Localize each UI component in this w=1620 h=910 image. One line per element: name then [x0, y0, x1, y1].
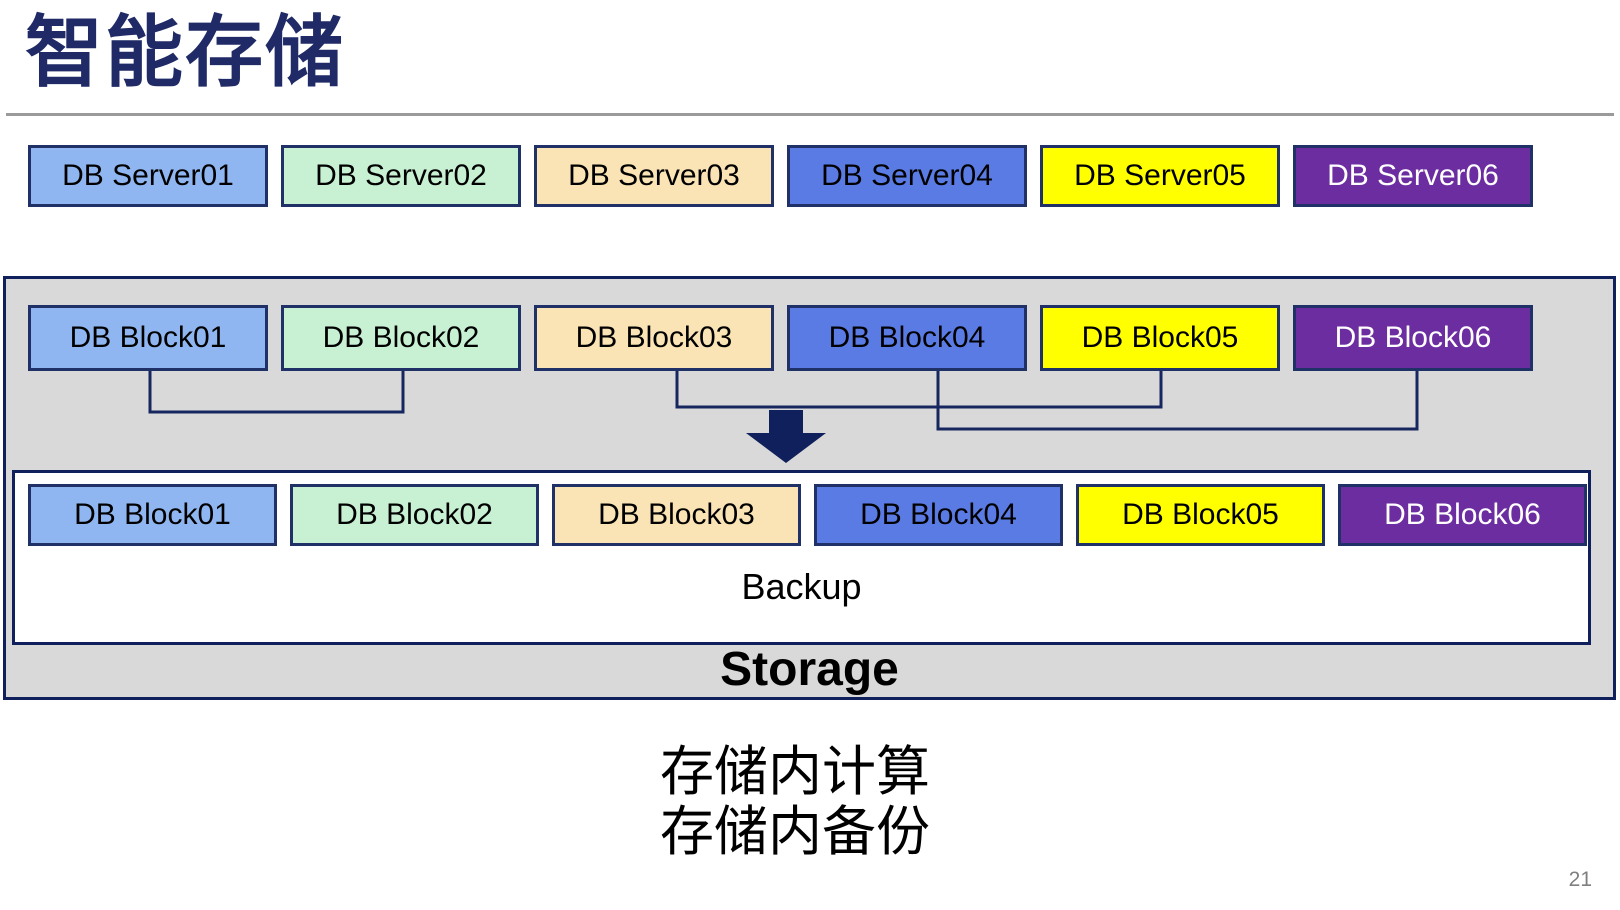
- db-block-top-02: DB Block02: [281, 305, 521, 371]
- db-block-top-04: DB Block04: [787, 305, 1027, 371]
- backup-label: Backup: [741, 566, 862, 607]
- caption-block: 存储内计算 存储内备份: [0, 742, 1590, 862]
- db-block-top-06: DB Block06: [1293, 305, 1533, 371]
- db-server-03: DB Server03: [534, 145, 774, 207]
- caption-line-compute: 存储内计算: [660, 742, 930, 802]
- db-block-bottom-06: DB Block06: [1338, 484, 1587, 546]
- db-server-06: DB Server06: [1293, 145, 1533, 207]
- storage-label: Storage: [720, 643, 899, 696]
- db-block-bottom-04: DB Block04: [814, 484, 1063, 546]
- db-server-01: DB Server01: [28, 145, 268, 207]
- title-divider: [6, 113, 1614, 116]
- db-block-top-01: DB Block01: [28, 305, 268, 371]
- db-block-bottom-05: DB Block05: [1076, 484, 1325, 546]
- db-block-top-03: DB Block03: [534, 305, 774, 371]
- caption-line-backup: 存储内备份: [660, 802, 930, 862]
- db-server-04: DB Server04: [787, 145, 1027, 207]
- db-server-02: DB Server02: [281, 145, 521, 207]
- page-number: 21: [1568, 868, 1592, 891]
- db-server-05: DB Server05: [1040, 145, 1280, 207]
- db-block-bottom-03: DB Block03: [552, 484, 801, 546]
- db-block-top-05: DB Block05: [1040, 305, 1280, 371]
- slide-title: 智能存储: [25, 8, 346, 96]
- db-block-bottom-01: DB Block01: [28, 484, 277, 546]
- db-block-bottom-02: DB Block02: [290, 484, 539, 546]
